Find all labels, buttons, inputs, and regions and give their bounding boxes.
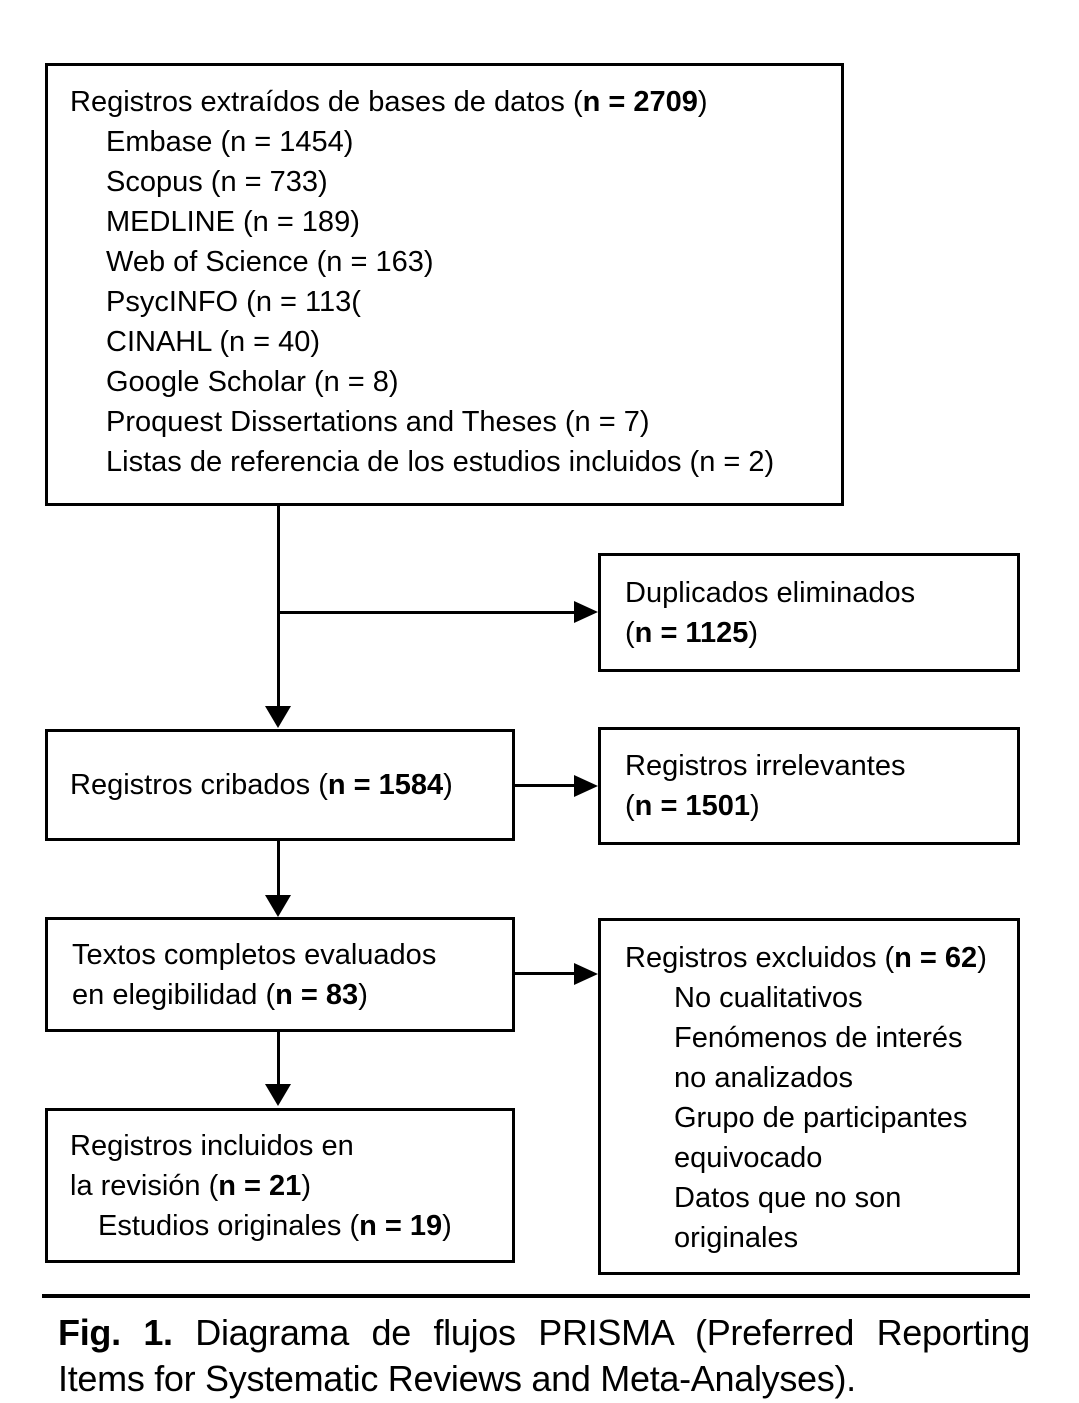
flow-line-branch-to-duplicates: [277, 611, 575, 614]
flow-line-sources-to-screened: [277, 506, 280, 708]
source-item-google-scholar: Google Scholar (n = 8): [106, 366, 399, 398]
arrowhead-right-to-excluded: [574, 963, 598, 985]
records-excluded-box: Registros excluidos (n = 62) No cualitat…: [598, 918, 1020, 1275]
exclusion-reason: equivocado: [674, 1142, 823, 1174]
figure-caption-line2: Items for Systematic Reviews and Meta-An…: [58, 1358, 856, 1399]
source-item-web-of-science: Web of Science (n = 163): [106, 246, 434, 278]
identification-title: Registros extraídos de bases de datos (n…: [70, 86, 708, 118]
duplicates-removed-line1: Duplicados eliminados: [625, 576, 916, 609]
figure-caption-line1: Fig. 1. Diagrama de flujos PRISMA (Prefe…: [58, 1310, 1030, 1356]
exclusion-reason: Grupo de participantes: [674, 1102, 968, 1134]
duplicates-removed-box: Duplicados eliminados (n = 1125): [598, 553, 1020, 672]
figure-label: Fig. 1.: [58, 1312, 173, 1353]
arrowhead-right-to-duplicates: [574, 601, 598, 623]
flow-line-screened-to-irrelevant: [515, 784, 575, 787]
arrowhead-right-to-irrelevant: [574, 775, 598, 797]
caption-divider: [42, 1294, 1030, 1298]
exclusion-reason: Datos que no son: [674, 1182, 902, 1214]
arrowhead-down-to-included: [265, 1084, 291, 1106]
arrowhead-down-to-fulltext: [265, 895, 291, 917]
records-screened-box: Registros cribados (n = 1584): [45, 729, 515, 841]
source-item-scopus: Scopus (n = 733): [106, 166, 328, 198]
irrelevant-records-count: (n = 1501): [625, 790, 760, 822]
irrelevant-records-line1: Registros irrelevantes: [625, 750, 906, 782]
records-screened-line: Registros cribados (n = 1584): [70, 769, 453, 801]
source-item-psycinfo: PsycINFO (n = 113(: [106, 286, 361, 318]
records-excluded-title: Registros excluidos (n = 62): [625, 942, 987, 974]
flow-line-fulltext-to-included: [277, 1032, 280, 1086]
source-item-reference-lists: Listas de referencia de los estudios inc…: [106, 446, 775, 478]
source-item-proquest: Proquest Dissertations and Theses (n = 7…: [106, 406, 650, 438]
included-box: Registros incluidos en la revisión (n = …: [45, 1108, 515, 1263]
figure-caption-text: Diagrama de flujos PRISMA (Preferred Rep…: [195, 1312, 1030, 1353]
included-line1: Registros incluidos en: [70, 1129, 354, 1162]
irrelevant-records-box: Registros irrelevantes (n = 1501): [598, 727, 1020, 845]
flow-line-fulltext-to-excluded: [513, 972, 575, 975]
exclusion-reason: no analizados: [674, 1062, 853, 1094]
exclusion-reason: Fenómenos de interés: [674, 1022, 963, 1054]
fulltext-assessed-line2: en elegibilidad (n = 83): [72, 978, 368, 1011]
source-item-cinahl: CINAHL (n = 40): [106, 326, 321, 358]
figure-caption: Fig. 1. Diagrama de flujos PRISMA (Prefe…: [58, 1310, 1030, 1402]
exclusion-reason: No cualitativos: [674, 982, 863, 1014]
arrowhead-down-to-screened: [265, 706, 291, 728]
duplicates-removed-count: (n = 1125): [625, 616, 759, 649]
source-item-embase: Embase (n = 1454): [106, 126, 354, 158]
identification-box: Registros extraídos de bases de datos (n…: [45, 63, 844, 506]
fulltext-assessed-line1: Textos completos evaluados: [72, 938, 437, 971]
fulltext-assessed-box: Textos completos evaluados en elegibilid…: [45, 917, 515, 1032]
source-item-medline: MEDLINE (n = 189): [106, 206, 360, 238]
flow-line-screened-to-fulltext: [277, 841, 280, 897]
exclusion-reason: originales: [674, 1222, 799, 1254]
included-count: la revisión (n = 21): [70, 1169, 311, 1202]
included-original-studies: Estudios originales (n = 19): [98, 1209, 452, 1242]
